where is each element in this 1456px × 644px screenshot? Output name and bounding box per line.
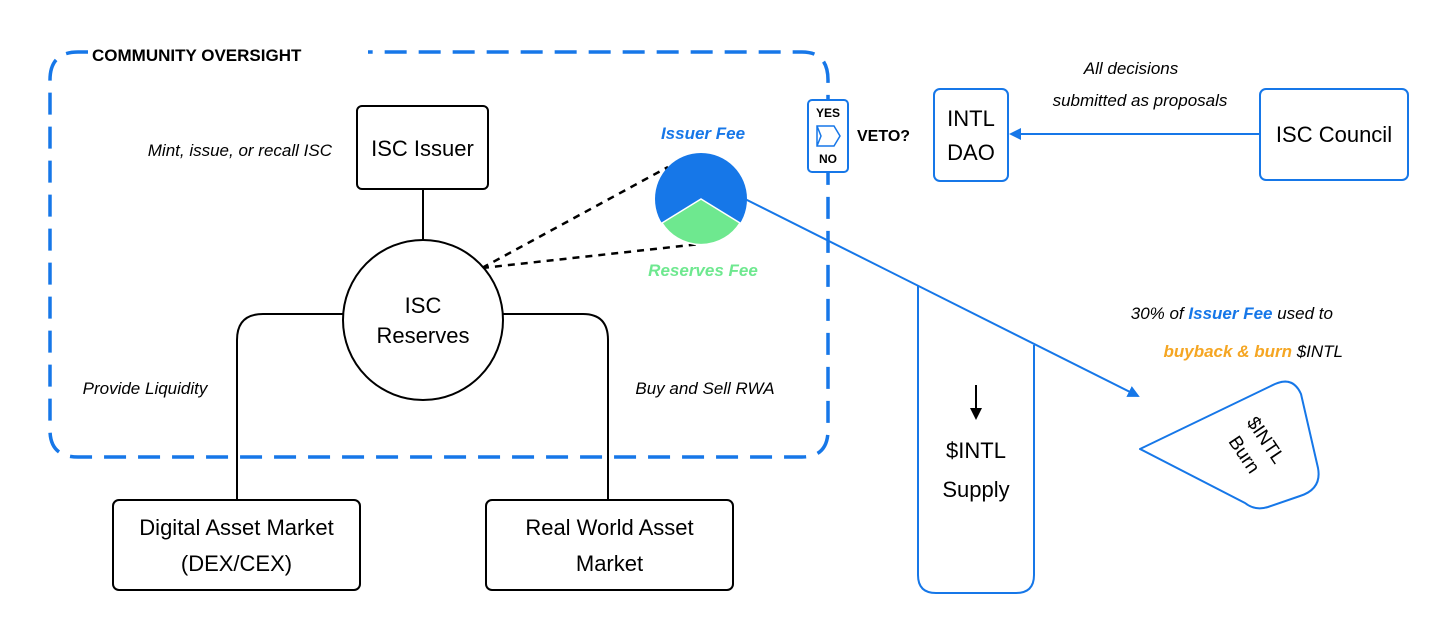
isc-issuer-label: ISC Issuer bbox=[371, 136, 474, 161]
vote-yes-label: YES bbox=[816, 106, 840, 120]
supply-label-line2: Supply bbox=[942, 477, 1009, 502]
fee-dotted-line-lower bbox=[481, 242, 701, 270]
reserves-rwa-connector bbox=[502, 313, 609, 500]
intl-burn-shape bbox=[1139, 380, 1320, 510]
community-oversight-boundary bbox=[48, 50, 830, 459]
intl-dao-box bbox=[933, 88, 1009, 182]
dao-label-line1: INTL bbox=[947, 106, 995, 131]
isc-reserves-circle bbox=[342, 239, 504, 401]
issuer-fee-label: Issuer Fee bbox=[661, 124, 745, 143]
proposals-caption-line1: All decisions bbox=[1083, 59, 1179, 78]
reserves-label-line1: ISC bbox=[405, 293, 442, 318]
rwa-box-line1: Real World Asset bbox=[525, 515, 693, 540]
real-world-asset-market-box bbox=[485, 499, 734, 591]
reserves-fee-slice bbox=[660, 198, 742, 246]
dao-label-line2: DAO bbox=[947, 140, 995, 165]
veto-label: VETO? bbox=[857, 128, 910, 145]
buy-sell-rwa-caption: Buy and Sell RWA bbox=[635, 379, 774, 398]
rwa-box-line2: Market bbox=[576, 551, 643, 576]
fee-dotted-line-upper bbox=[481, 165, 669, 270]
dex-box-line2: (DEX/CEX) bbox=[181, 551, 292, 576]
burn-note-line1: 30% of Issuer Fee used to bbox=[1131, 304, 1333, 323]
reserves-fee-label: Reserves Fee bbox=[648, 261, 758, 280]
dex-box-line1: Digital Asset Market bbox=[139, 515, 333, 540]
isc-issuer-box bbox=[356, 105, 489, 190]
burn-label-group: $INTL Burn bbox=[1224, 413, 1289, 477]
intl-supply-container bbox=[917, 285, 1035, 594]
supply-label-line1: $INTL bbox=[946, 438, 1006, 463]
issuer-caption: Mint, issue, or recall ISC bbox=[148, 141, 333, 160]
burn-note-line2: buyback & burn $INTL bbox=[1164, 342, 1344, 361]
vote-no-label: NO bbox=[819, 152, 837, 166]
digital-asset-market-box bbox=[112, 499, 361, 591]
vote-ballot-icon bbox=[816, 125, 841, 147]
fee-to-burn-arrow bbox=[744, 198, 1140, 397]
isc-council-label: ISC Council bbox=[1276, 122, 1392, 147]
reserves-dex-connector bbox=[236, 313, 343, 500]
reserves-label-line2: Reserves bbox=[377, 323, 470, 348]
proposals-caption-line2: submitted as proposals bbox=[1053, 91, 1228, 110]
community-oversight-label: COMMUNITY OVERSIGHT bbox=[92, 46, 302, 65]
provide-liquidity-caption: Provide Liquidity bbox=[83, 379, 209, 398]
